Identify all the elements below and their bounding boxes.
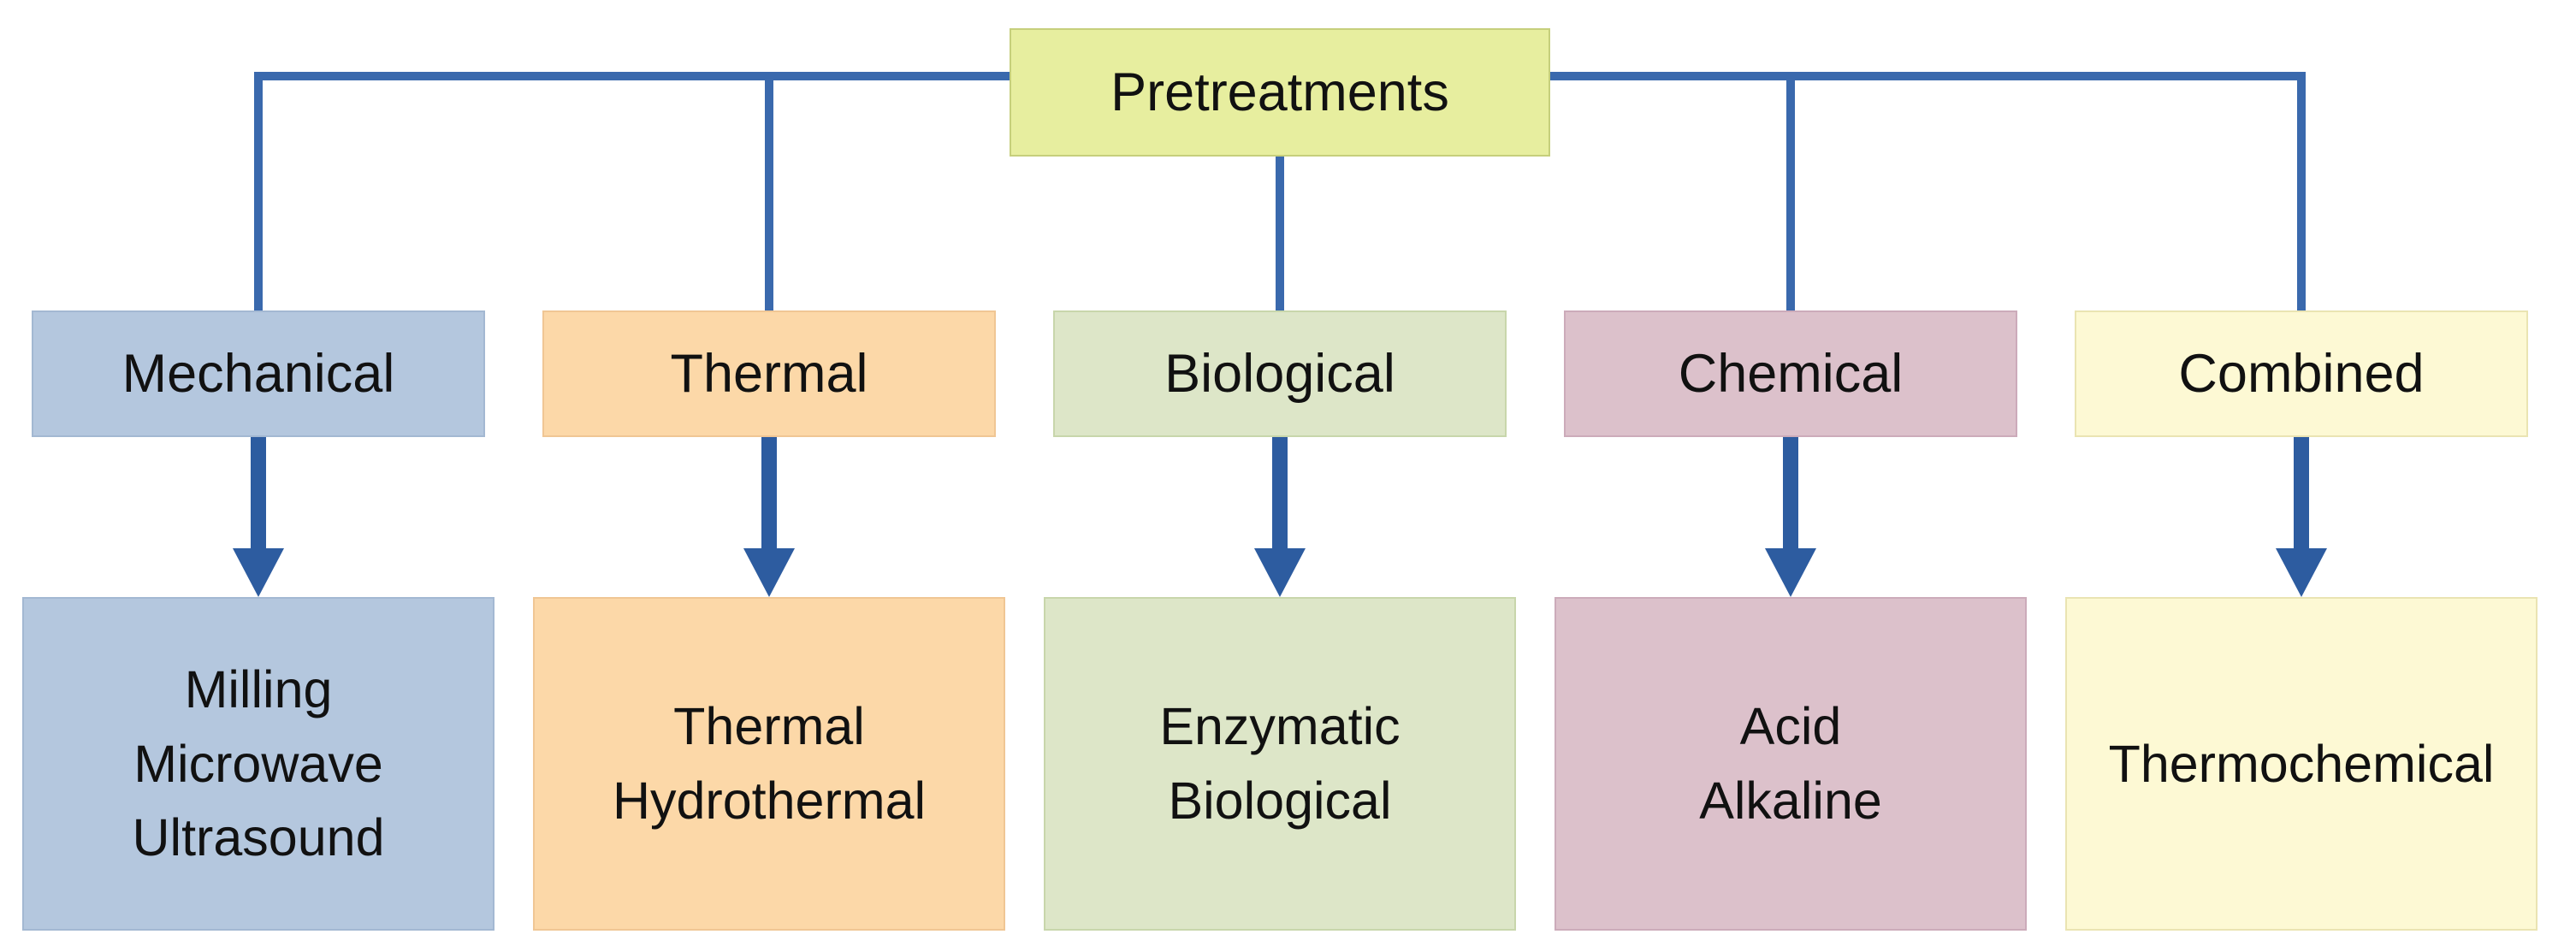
down-arrow-head — [1254, 548, 1306, 597]
connector-drop-biological — [1276, 157, 1284, 310]
down-arrow-head — [233, 548, 284, 597]
detail-text: Milling Microwave Ultrasound — [132, 660, 385, 867]
category-box-thermal: Thermal — [542, 310, 996, 437]
detail-box-chemical: Acid Alkaline — [1554, 597, 2027, 931]
detail-text: Acid Alkaline — [1699, 697, 1882, 830]
category-label: Mechanical — [121, 344, 395, 404]
root-label: Pretreatments — [1110, 62, 1449, 122]
down-arrow-stem — [2294, 437, 2309, 550]
detail-box-mechanical: Milling Microwave Ultrasound — [22, 597, 494, 931]
detail-box-biological: Enzymatic Biological — [1044, 597, 1516, 931]
down-arrow-stem — [1783, 437, 1798, 550]
detail-box-combined: Thermochemical — [2065, 597, 2538, 931]
down-arrow-head — [743, 548, 795, 597]
down-arrow-head — [2276, 548, 2327, 597]
category-box-biological: Biological — [1053, 310, 1507, 437]
category-label: Combined — [2178, 344, 2425, 404]
down-arrow-stem — [1272, 437, 1288, 550]
root-box-pretreatments: Pretreatments — [1010, 28, 1550, 157]
category-label: Chemical — [1678, 344, 1904, 404]
category-label: Thermal — [670, 344, 868, 404]
category-box-chemical: Chemical — [1564, 310, 2017, 437]
category-box-mechanical: Mechanical — [32, 310, 485, 437]
category-box-combined: Combined — [2075, 310, 2528, 437]
detail-text: Thermochemical — [2108, 734, 2495, 793]
connector-drop-mechanical — [254, 72, 263, 310]
down-arrow-head — [1765, 548, 1816, 597]
detail-text: Enzymatic Biological — [1159, 697, 1401, 830]
down-arrow-stem — [251, 437, 266, 550]
detail-text: Thermal Hydrothermal — [612, 697, 927, 830]
detail-box-thermal: Thermal Hydrothermal — [533, 597, 1005, 931]
category-label: Biological — [1164, 344, 1395, 404]
connector-drop-combined — [2297, 72, 2306, 310]
down-arrow-stem — [761, 437, 777, 550]
connector-drop-chemical — [1786, 72, 1795, 310]
connector-drop-thermal — [765, 72, 773, 310]
